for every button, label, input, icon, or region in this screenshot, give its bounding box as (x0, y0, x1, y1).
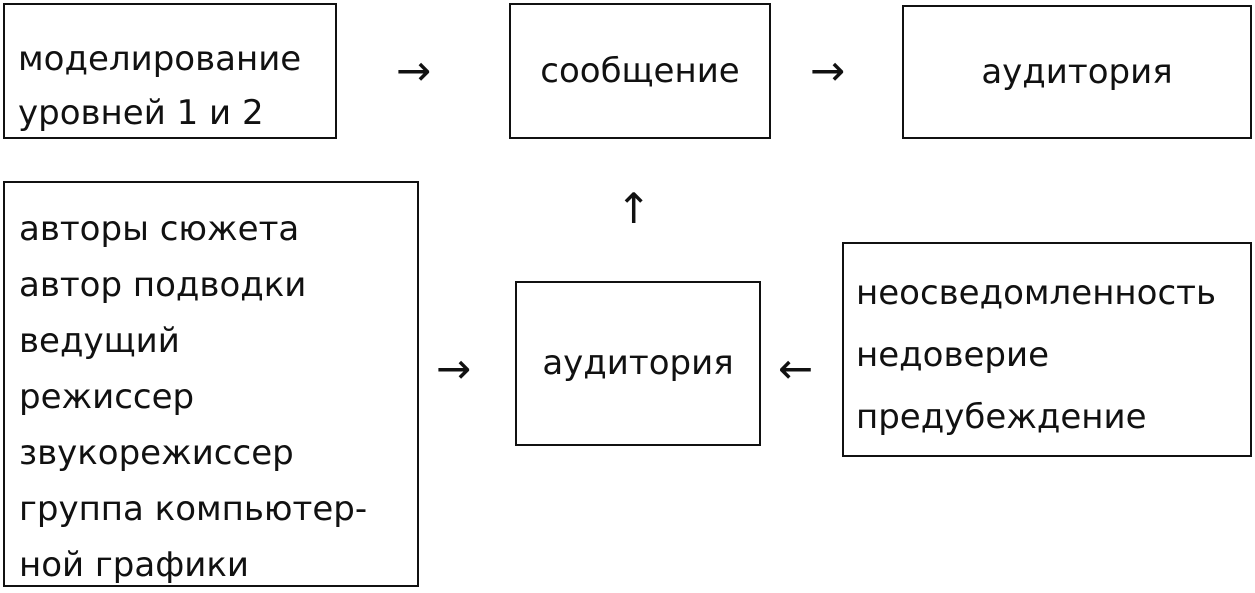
barriers-box: неосведомленность недоверие предубеждени… (842, 242, 1252, 457)
authors-line-4: режиссер (19, 377, 195, 417)
arrow-right-icon: → (436, 344, 472, 393)
authors-line-7: ной графики (19, 545, 250, 585)
authors-box: авторы сюжета автор подводки ведущий реж… (3, 181, 419, 587)
message-box: сообщение (509, 3, 771, 139)
modeling-line-1: моделирование (18, 39, 302, 79)
arrow-left-icon: ← (778, 344, 814, 393)
barriers-line-3: предубеждение (856, 397, 1147, 437)
authors-line-3: ведущий (19, 321, 180, 361)
modeling-box: моделирование уровней 1 и 2 (3, 3, 337, 139)
arrow-right-icon: → (810, 46, 846, 95)
audience-middle-label: аудитория (542, 343, 734, 384)
arrow-right-icon: → (396, 46, 432, 95)
modeling-line-2: уровней 1 и 2 (18, 93, 264, 133)
authors-line-2: автор подводки (19, 265, 307, 305)
barriers-line-1: неосведомленность (856, 273, 1217, 313)
authors-line-6: группа компьютер- (19, 489, 368, 529)
barriers-line-2: недоверие (856, 335, 1050, 375)
audience-middle-box: аудитория (515, 281, 761, 446)
arrow-up-icon: ↑ (616, 184, 652, 233)
message-label: сообщение (540, 50, 740, 91)
audience-top-label: аудитория (981, 51, 1173, 92)
audience-top-box: аудитория (902, 5, 1252, 139)
authors-line-1: авторы сюжета (19, 209, 300, 249)
authors-line-5: звукорежиссер (19, 433, 294, 473)
